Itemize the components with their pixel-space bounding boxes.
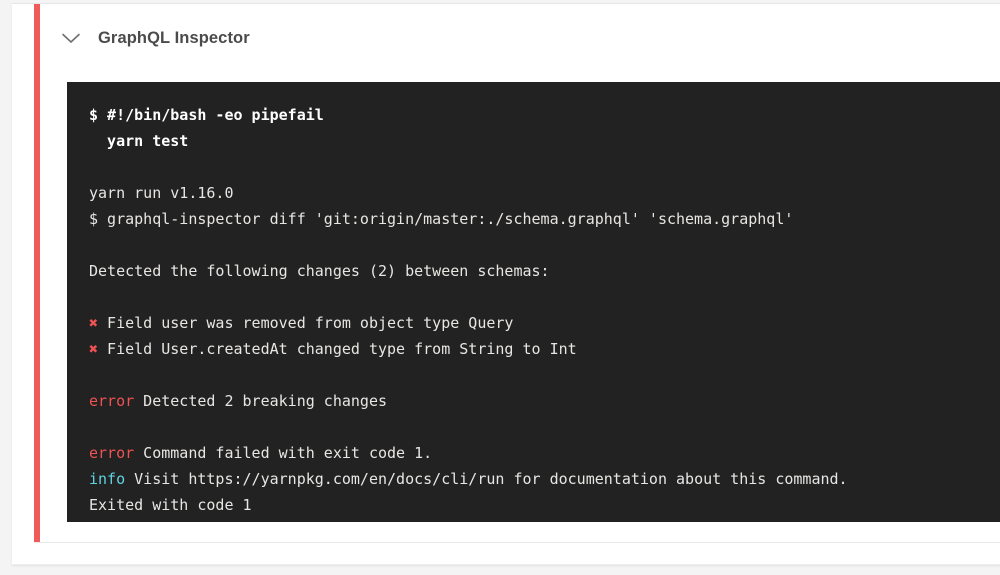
log-line: error Command failed with exit code 1. bbox=[89, 440, 1000, 466]
log-line: yarn test bbox=[89, 128, 1000, 154]
log-line: ✖ Field user was removed from object typ… bbox=[89, 310, 1000, 336]
log-message-text: Detected 2 breaking changes bbox=[134, 392, 388, 410]
log-message-text: Visit https://yarnpkg.com/en/docs/cli/ru… bbox=[125, 470, 848, 488]
log-plain-text: yarn run v1.16.0 bbox=[89, 184, 234, 202]
log-line: yarn run v1.16.0 bbox=[89, 180, 1000, 206]
log-command-text: yarn test bbox=[89, 132, 189, 150]
log-change-text: Field User.createdAt changed type from S… bbox=[98, 340, 577, 358]
page-left-gutter bbox=[0, 0, 12, 575]
log-blank-line bbox=[89, 362, 1000, 388]
log-blank-line bbox=[89, 232, 1000, 258]
log-level-tag: error bbox=[89, 444, 135, 462]
log-message-text: Command failed with exit code 1. bbox=[134, 444, 433, 462]
log-line: Exited with code 1 bbox=[89, 492, 1000, 518]
log-plain-text: Detected the following changes (2) betwe… bbox=[89, 262, 550, 280]
log-blank-line bbox=[89, 414, 1000, 440]
log-blank-line bbox=[89, 284, 1000, 310]
log-console[interactable]: $ #!/bin/bash -eo pipefail yarn test yarn… bbox=[67, 82, 1000, 522]
log-command-text: $ #!/bin/bash -eo pipefail bbox=[89, 106, 324, 124]
log-level-tag: info bbox=[89, 470, 126, 488]
page-title: GraphQL Inspector bbox=[98, 28, 250, 47]
log-line: ✖ Field User.createdAt changed type from… bbox=[89, 336, 1000, 362]
build-step-card: GraphQL Inspector $ #!/bin/bash -eo pipe… bbox=[12, 3, 1000, 565]
card-bottom-edge bbox=[12, 564, 1000, 565]
log-plain-text: Exited with code 1 bbox=[89, 496, 252, 514]
step-header[interactable]: GraphQL Inspector bbox=[40, 4, 1000, 72]
chevron-down-icon[interactable] bbox=[58, 25, 84, 51]
log-level-tag: error bbox=[89, 392, 135, 410]
log-line: Detected the following changes (2) betwe… bbox=[89, 258, 1000, 284]
step-status-rail bbox=[34, 4, 40, 542]
log-line: $ graphql-inspector diff 'git:origin/mas… bbox=[89, 206, 1000, 232]
step-divider bbox=[34, 542, 1000, 543]
log-change-text: Field user was removed from object type … bbox=[98, 314, 514, 332]
log-blank-line bbox=[89, 154, 1000, 180]
log-plain-text: $ graphql-inspector diff 'git:origin/mas… bbox=[89, 210, 794, 228]
error-cross-icon: ✖ bbox=[89, 340, 99, 358]
log-line: $ #!/bin/bash -eo pipefail bbox=[89, 102, 1000, 128]
log-line: info Visit https://yarnpkg.com/en/docs/c… bbox=[89, 466, 1000, 492]
error-cross-icon: ✖ bbox=[89, 314, 99, 332]
log-line: error Detected 2 breaking changes bbox=[89, 388, 1000, 414]
